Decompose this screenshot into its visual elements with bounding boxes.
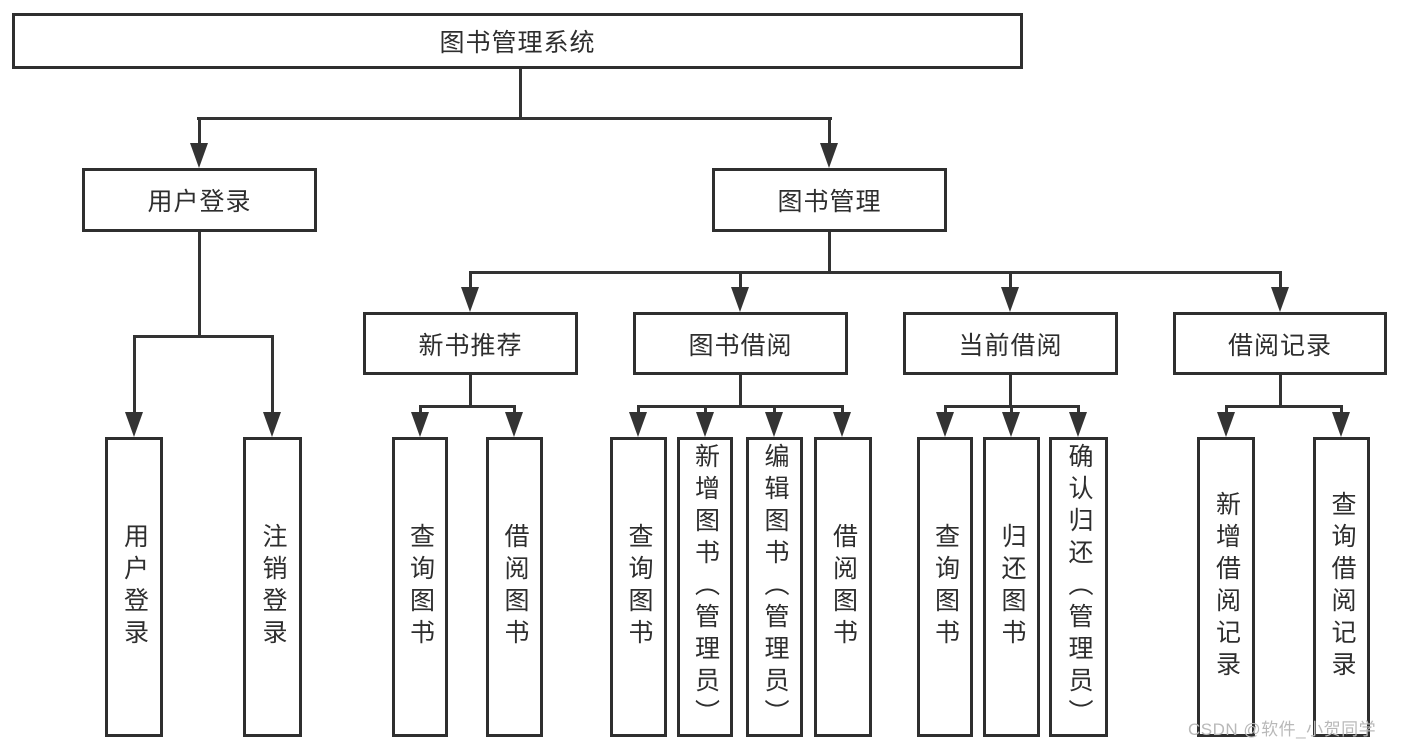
arrow-down-icon	[820, 143, 838, 168]
connector-drop	[773, 405, 776, 415]
arrow-down-icon	[1332, 412, 1350, 437]
connector-user-login-children-branch	[133, 335, 274, 338]
connector-drop	[739, 271, 742, 289]
arrow-down-icon	[1001, 287, 1019, 312]
node-label: 借阅图书	[829, 523, 858, 651]
connector-root-stem	[519, 68, 522, 120]
connector-recommend-children-branch	[419, 405, 516, 408]
node-leaf-current-return-book: 归还图书	[983, 437, 1040, 737]
node-borrow-record: 借阅记录	[1173, 312, 1387, 375]
connector-drop	[1225, 405, 1228, 415]
node-leaf-borrow-query-book: 查询图书	[610, 437, 667, 737]
node-leaf-record-add: 新增借阅记录	[1197, 437, 1255, 737]
connector-drop	[419, 405, 422, 415]
node-label: 查询图书	[931, 523, 960, 651]
node-label: 图书管理	[777, 188, 882, 216]
connector-drop	[513, 405, 516, 415]
node-label: 当前借阅	[958, 331, 1063, 360]
node-leaf-borrow-edit-book-admin: 编辑图书（管理员）	[746, 437, 803, 737]
arrow-down-icon	[505, 412, 523, 437]
arrow-down-icon	[263, 412, 281, 437]
node-leaf-current-query-book: 查询图书	[917, 437, 973, 737]
connector-recommend-stem	[469, 374, 472, 408]
node-leaf-borrow-add-book-admin: 新增图书（管理员）	[677, 437, 733, 737]
node-label: 注销登录	[259, 523, 287, 651]
node-label: 图书管理系统	[439, 29, 596, 57]
node-label: 新书推荐	[418, 331, 523, 360]
node-user-login: 用户登录	[82, 168, 317, 232]
connector-user-login-drop	[198, 117, 201, 145]
arrow-down-icon	[765, 412, 783, 437]
arrow-down-icon	[936, 412, 954, 437]
node-label: 确认归还（管理员）	[1065, 443, 1093, 731]
node-label: 查询图书	[406, 523, 435, 651]
connector-borrow-record-stem	[1279, 374, 1282, 408]
connector-drop	[704, 405, 707, 415]
node-label: 新增图书（管理员）	[691, 443, 720, 731]
node-label: 图书借阅	[688, 331, 793, 360]
node-label: 查询借阅记录	[1328, 491, 1356, 683]
connector-drop	[271, 335, 274, 415]
arrow-down-icon	[411, 412, 429, 437]
arrow-down-icon	[125, 412, 143, 437]
connector-borrow-record-children-branch	[1225, 405, 1343, 408]
node-leaf-recommend-borrow-book: 借阅图书	[486, 437, 543, 737]
node-current-borrow: 当前借阅	[903, 312, 1118, 375]
connector-current-borrow-stem	[1009, 374, 1012, 408]
node-label: 借阅记录	[1227, 331, 1332, 360]
node-label: 借阅图书	[501, 523, 529, 651]
node-library-management-system: 图书管理系统	[12, 13, 1023, 69]
connector-level1-branch	[197, 117, 832, 120]
connector-drop	[1009, 271, 1012, 289]
connector-drop	[1340, 405, 1343, 415]
connector-drop	[1010, 405, 1013, 415]
node-leaf-record-query: 查询借阅记录	[1313, 437, 1370, 737]
connector-drop	[133, 335, 136, 415]
connector-drop	[944, 405, 947, 415]
arrow-down-icon	[731, 287, 749, 312]
node-leaf-recommend-query-book: 查询图书	[392, 437, 448, 737]
arrow-down-icon	[833, 412, 851, 437]
arrow-down-icon	[1271, 287, 1289, 312]
node-leaf-borrow-borrow-book: 借阅图书	[814, 437, 872, 737]
node-label: 新增借阅记录	[1212, 491, 1241, 683]
connector-drop	[1077, 405, 1080, 415]
arrow-down-icon	[1002, 412, 1020, 437]
node-label: 查询图书	[625, 523, 653, 651]
node-book-borrow: 图书借阅	[633, 312, 848, 375]
node-label: 归还图书	[998, 523, 1026, 651]
node-book-management: 图书管理	[712, 168, 947, 232]
connector-book-management-drop	[828, 117, 831, 145]
node-leaf-logout: 注销登录	[243, 437, 302, 737]
connector-level2-branch	[469, 271, 1282, 274]
arrow-down-icon	[1217, 412, 1235, 437]
node-leaf-current-confirm-return-admin: 确认归还（管理员）	[1049, 437, 1108, 737]
arrow-down-icon	[461, 287, 479, 312]
connector-drop	[841, 405, 844, 415]
connector-user-login-stem	[198, 231, 201, 338]
connector-book-management-stem	[828, 231, 831, 274]
connector-drop	[469, 271, 472, 289]
connector-book-borrow-stem	[739, 374, 742, 408]
node-label: 编辑图书（管理员）	[761, 443, 789, 731]
csdn-watermark: CSDN @软件_小贺同学	[1188, 720, 1377, 739]
connector-book-borrow-children-branch	[637, 405, 844, 408]
arrow-down-icon	[629, 412, 647, 437]
node-label: 用户登录	[147, 188, 252, 216]
connector-drop	[637, 405, 640, 415]
connector-drop	[1279, 271, 1282, 289]
node-label: 用户登录	[120, 523, 149, 651]
arrow-down-icon	[190, 143, 208, 168]
arrow-down-icon	[696, 412, 714, 437]
arrow-down-icon	[1069, 412, 1087, 437]
node-new-book-recommend: 新书推荐	[363, 312, 578, 375]
node-leaf-user-login: 用户登录	[105, 437, 163, 737]
